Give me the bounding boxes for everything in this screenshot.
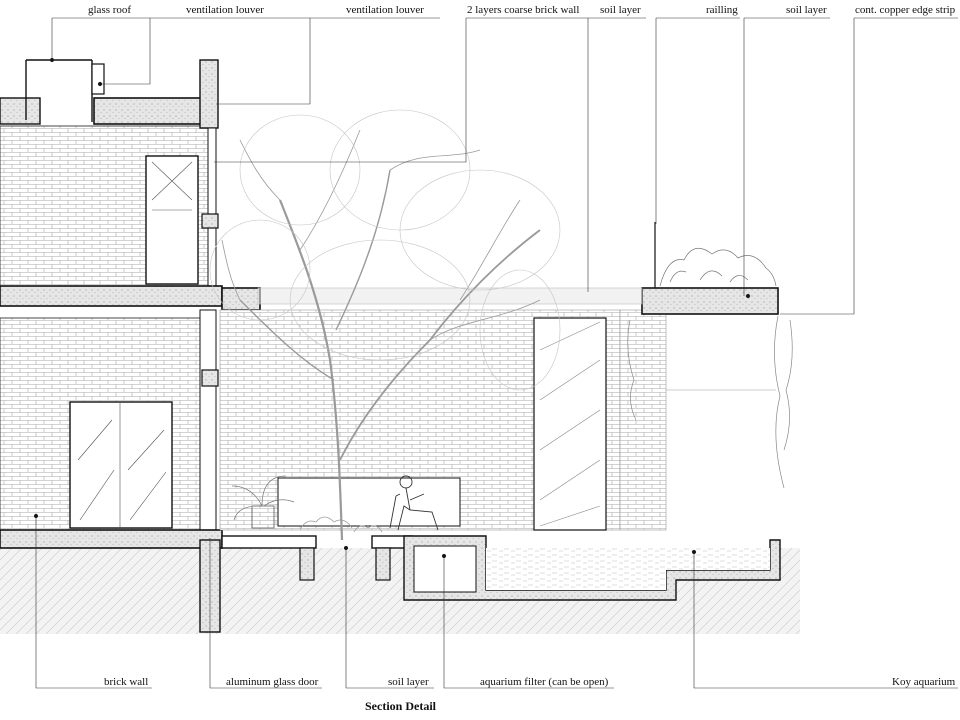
courtyard-tree [221, 129, 541, 541]
parapet-right [199, 59, 219, 129]
louver-column [207, 127, 217, 289]
shrubs-right [659, 247, 777, 287]
left-building [0, 59, 261, 633]
label-soil-layer-bottom: soil layer [388, 676, 429, 688]
label-aquarium-filter: aquarium filter (can be open) [480, 676, 609, 688]
glass-door [69, 401, 173, 529]
aquarium-filter [413, 545, 477, 593]
bench-window [277, 477, 461, 527]
roof-slab-left [0, 97, 41, 125]
seated-person [389, 475, 439, 531]
label-soil-layer-right: soil layer [786, 4, 827, 16]
right-terrace [619, 222, 793, 531]
ground-slab-left [0, 529, 223, 549]
floor-slab [0, 285, 223, 307]
planter-box-right [641, 287, 779, 315]
aquarium-water [414, 548, 770, 592]
hanging-vines [627, 315, 793, 489]
deck-left [221, 535, 317, 549]
label-copper-edge: cont. copper edge strip [855, 4, 956, 16]
tree-canopy [209, 109, 561, 391]
label-koy-aquarium: Koy aquarium [892, 676, 956, 688]
label-ventilation-louver-1: ventilation louver [186, 4, 264, 16]
terrace-wall [619, 309, 667, 531]
label-ventilation-louver-2: ventilation louver [346, 4, 424, 16]
roof-garden-box [93, 97, 207, 125]
ventilation-louver-box [91, 63, 105, 95]
label-soil-layer-top: soil layer [600, 4, 641, 16]
label-brick-wall: brick wall [104, 676, 148, 688]
label-aluminum-door: aluminum glass door [226, 676, 319, 688]
leader-lines [33, 17, 958, 689]
label-brick-wall-2layers: 2 layers coarse brick wall [467, 4, 579, 16]
upper-window [145, 155, 199, 285]
drawing-caption: Section Detail [365, 699, 437, 713]
big-window [533, 317, 607, 531]
ground-shrubs [299, 516, 383, 533]
label-railing: railling [706, 4, 738, 16]
planter-box-left [221, 287, 261, 311]
label-glass-roof: glass roof [88, 4, 131, 16]
potted-plant [231, 475, 295, 529]
